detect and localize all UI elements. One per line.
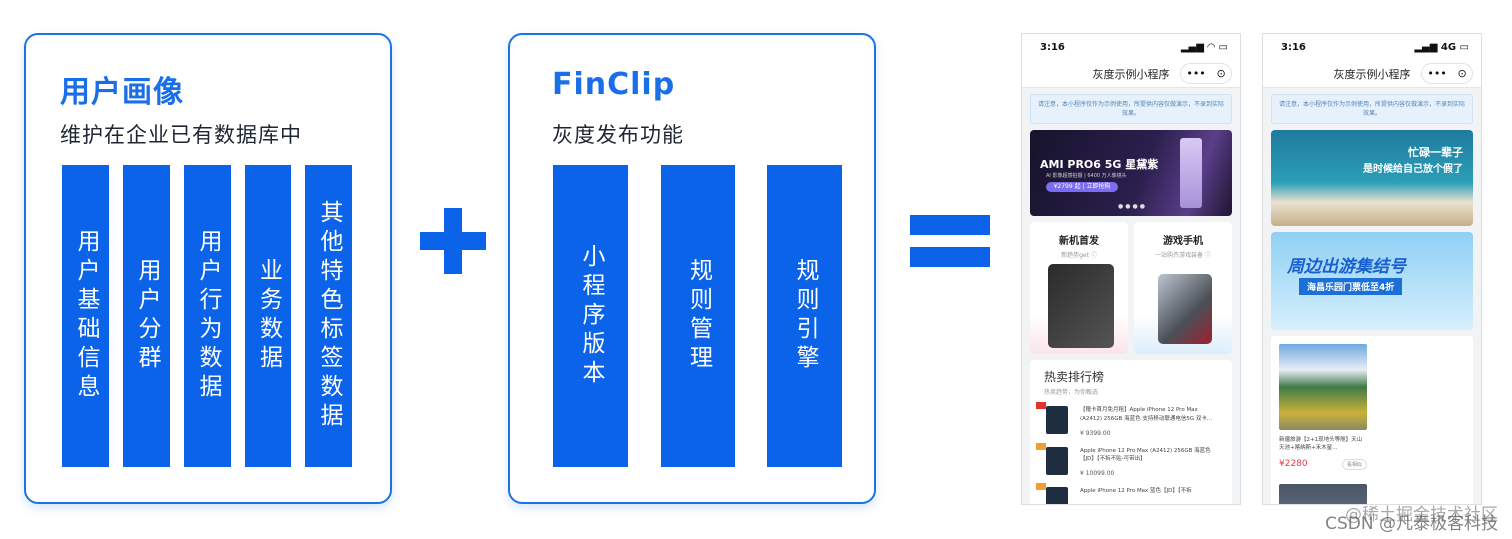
banner-title: AMI PRO6 5G 星黛紫	[1040, 158, 1159, 171]
product-card[interactable]: 【云南全景四选一，豪华五星酒店】昆明大理丽江6日... ¥1280 看相似	[1279, 483, 1367, 504]
product-title: 【赠卡首月免月租】Apple iPhone 12 Pro Max (A2412)…	[1080, 407, 1213, 422]
bar-user-behavior: 用户行为数据	[184, 165, 231, 467]
product-price: ¥ 9399.00	[1080, 429, 1111, 437]
finclip-title: FinClip	[552, 67, 676, 102]
product-thumbnail	[1036, 402, 1068, 434]
watermark-line-2: CSDN @凡泰极客科技	[1325, 514, 1498, 534]
user-profile-card: 用户画像 维护在企业已有数据库中 用户基础信息 用户分群 用户行为数据 业务数据…	[24, 33, 392, 504]
promo-title: 周边出游集结号	[1287, 257, 1406, 277]
tile-gaming-phones[interactable]: 游戏手机 一站购齐游戏装备 ⓘ	[1134, 222, 1232, 354]
bar-label: 规则引擎	[792, 258, 818, 374]
ranking-item[interactable]: 【赠卡首月免月租】Apple iPhone 12 Pro Max (A2412)…	[1036, 402, 1224, 437]
phone-screen-variant-b: 3:16 ▂▄▆ 4G ▭ 灰度示例小程序 ••• ⊙ 请注意，本小程序仅作为示…	[1262, 33, 1482, 505]
more-icon[interactable]: •••	[1186, 67, 1206, 80]
bar-label: 用户基础信息	[73, 229, 99, 403]
phone-screen-variant-a: 3:16 ▂▄▆ ◠ ▭ 灰度示例小程序 ••• ⊙ 请注意，本小程序仅作为示例…	[1021, 33, 1241, 505]
tile-new-phones[interactable]: 新机首发 新趋势get ⓘ	[1030, 222, 1128, 354]
carousel-dots[interactable]: ●●●●	[1118, 203, 1147, 210]
phone-image	[1048, 264, 1114, 348]
ranking-title: 热卖排行榜	[1044, 370, 1105, 384]
watermark-line-1: @稀土掘金技术社区	[1345, 505, 1498, 525]
status-time: 3:16	[1281, 41, 1306, 53]
finclip-subtitle: 灰度发布功能	[552, 123, 684, 147]
notice-banner: 请注意，本小程序仅作为示例使用，所提供内容仅做演示，不录到实际效果。	[1030, 94, 1232, 124]
bar-label: 业务数据	[255, 258, 282, 374]
status-icons: ▂▄▆ 4G ▭	[1414, 41, 1469, 53]
bar-user-basic-info: 用户基础信息	[62, 165, 109, 467]
user-profile-subtitle: 维护在企业已有数据库中	[60, 123, 302, 147]
tile-title: 游戏手机	[1163, 236, 1203, 247]
bar-rule-engine: 规则引擎	[767, 165, 842, 467]
banner-line-2: 是时候给自己放个假了	[1363, 164, 1463, 175]
product-image	[1279, 344, 1367, 430]
see-similar-button[interactable]: 看相似	[1341, 458, 1367, 470]
bar-rule-management: 规则管理	[661, 165, 735, 467]
mini-program-navbar: 灰度示例小程序 ••• ⊙	[1263, 60, 1481, 88]
notice-banner: 请注意，本小程序仅作为示例使用，所提供内容仅做演示，不录到实际效果。	[1271, 94, 1473, 124]
product-title: 新疆旅游【2+1现地头等舱】天山天池+喀纳斯+禾木星...	[1279, 437, 1363, 452]
equals-bottom	[910, 247, 990, 267]
bar-user-segments: 用户分群	[123, 165, 170, 467]
product-image	[1279, 483, 1367, 504]
plus-vertical	[444, 208, 462, 274]
bar-business-data: 业务数据	[245, 165, 291, 467]
tile-subtitle: 新趋势get ⓘ	[1061, 252, 1097, 259]
close-icon[interactable]: ⊙	[1457, 67, 1467, 80]
bar-other-tags: 其他特色标签数据	[305, 165, 352, 467]
product-card[interactable]: 新疆旅游【2+1现地头等舱】天山天池+喀纳斯+禾木星... ¥2280 看相似	[1279, 344, 1367, 470]
ranking-item[interactable]: Apple iPhone 12 Pro Max 蓝色【JD】【不拆	[1036, 483, 1224, 504]
product-thumbnail	[1036, 483, 1068, 504]
product-title: Apple iPhone 12 Pro Max 蓝色【JD】【不拆	[1080, 488, 1192, 495]
ranking-subtitle: 热卖趋势，为你甄选	[1044, 389, 1099, 396]
tile-subtitle: 一站购齐游戏装备 ⓘ	[1155, 252, 1211, 259]
bar-label: 小程序版本	[578, 243, 604, 389]
nav-title: 灰度示例小程序	[1092, 67, 1170, 81]
product-footer: ¥2280 看相似	[1279, 458, 1367, 470]
more-icon[interactable]: •••	[1427, 67, 1447, 80]
phone-image	[1180, 138, 1202, 208]
banner-subtitle: AI 影像超感拍摄 | 6400 万人像镜头	[1046, 173, 1127, 179]
phone-image	[1158, 274, 1212, 344]
status-time: 3:16	[1040, 41, 1065, 53]
user-profile-title: 用户画像	[60, 75, 184, 110]
watermark: @稀土掘金技术社区 CSDN @凡泰极客科技	[1325, 507, 1498, 533]
product-thumbnail	[1036, 442, 1068, 475]
promo-subtitle: 海昌乐园门票低至4折	[1299, 278, 1403, 295]
product-title: Apple iPhone 12 Pro Max (A2412) 256GB 海蓝…	[1080, 447, 1211, 463]
travel-banner[interactable]: 忙碌一辈子 是时候给自己放个假了	[1271, 130, 1473, 226]
mini-program-navbar: 灰度示例小程序 ••• ⊙	[1022, 60, 1240, 88]
bar-label: 用户行为数据	[195, 229, 221, 403]
category-tiles: 新机首发 新趋势get ⓘ 游戏手机 一站购齐游戏装备 ⓘ	[1030, 222, 1232, 354]
ranking-item[interactable]: Apple iPhone 12 Pro Max (A2412) 256GB 海蓝…	[1036, 442, 1224, 478]
product-grid: 新疆旅游【2+1现地头等舱】天山天池+喀纳斯+禾木星... ¥2280 看相似 …	[1271, 336, 1473, 504]
bar-label: 其他特色标签数据	[316, 200, 342, 432]
nav-title: 灰度示例小程序	[1333, 67, 1411, 81]
rank-badge	[1036, 442, 1046, 450]
hot-ranking-section: 热卖排行榜 热卖趋势，为你甄选 【赠卡首月免月租】Apple iPhone 12…	[1030, 360, 1232, 504]
banner-line-1: 忙碌一辈子	[1408, 146, 1463, 159]
status-icons: ▂▄▆ ◠ ▭	[1180, 41, 1228, 53]
finclip-card: FinClip 灰度发布功能 小程序版本 规则管理 规则引擎	[508, 33, 876, 504]
status-bar: 3:16 ▂▄▆ 4G ▭	[1263, 34, 1481, 60]
capsule-menu: ••• ⊙	[1180, 63, 1232, 84]
status-bar: 3:16 ▂▄▆ ◠ ▭	[1022, 34, 1240, 60]
product-carousel-banner[interactable]: AMI PRO6 5G 星黛紫 AI 影像超感拍摄 | 6400 万人像镜头 ¥…	[1030, 130, 1232, 216]
promo-banner[interactable]: 周边出游集结号 海昌乐园门票低至4折	[1271, 232, 1473, 330]
rank-badge	[1036, 483, 1046, 491]
rank-badge	[1036, 402, 1046, 409]
bar-miniprogram-version: 小程序版本	[553, 165, 628, 467]
product-price: ¥ 10099.00	[1080, 470, 1115, 478]
capsule-menu: ••• ⊙	[1421, 63, 1473, 84]
equals-top	[910, 215, 990, 235]
bar-label: 用户分群	[134, 258, 160, 374]
bar-label: 规则管理	[685, 258, 712, 374]
banner-buy-button[interactable]: ¥2799 起 | 立即抢购	[1046, 182, 1118, 192]
tile-title: 新机首发	[1059, 236, 1099, 247]
product-price: ¥2280	[1279, 459, 1308, 469]
close-icon[interactable]: ⊙	[1216, 67, 1226, 80]
